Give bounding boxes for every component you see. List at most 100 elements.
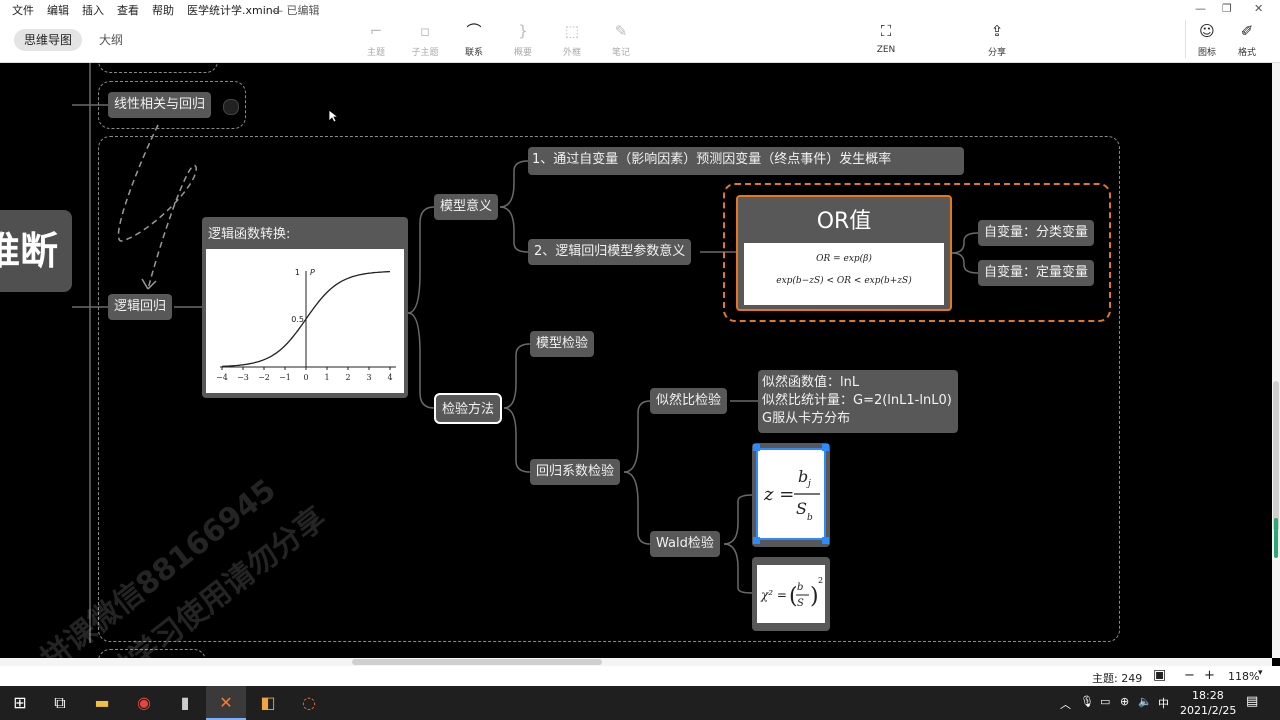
windows-start-icon[interactable]: ⊞ — [13, 693, 27, 712]
toolbar-divider — [1185, 20, 1186, 58]
y-label-1: 1 — [295, 268, 300, 277]
share-button[interactable]: ⇪ 分享 — [977, 20, 1017, 58]
task-view-icon[interactable]: ⧉ — [54, 693, 66, 712]
minimap-indicator — [1274, 518, 1278, 558]
menu-help[interactable]: 帮助 — [152, 4, 174, 17]
topic-test-method[interactable]: 检验方法 — [434, 393, 503, 424]
topic-logistic-regression[interactable]: 逻辑回归 — [108, 294, 173, 320]
svg-text:b: b — [798, 467, 808, 486]
menu-insert[interactable]: 插入 — [82, 4, 104, 17]
zen-button[interactable]: ⛶ ZEN — [866, 20, 906, 55]
chi-formula-drawing: χ² = ( b S ) 2 — [760, 576, 823, 609]
resize-handle[interactable] — [822, 537, 829, 544]
mouse-cursor-icon — [328, 109, 338, 123]
topic-wald-test[interactable]: Wald检验 — [650, 531, 720, 557]
tab-outline[interactable]: 大纲 — [99, 33, 124, 47]
topic-var-quantitative[interactable]: 自变量：定量变量 — [978, 260, 1095, 286]
horizontal-scroll-thumb[interactable] — [352, 659, 602, 665]
summary-button[interactable]: } 概要 — [503, 20, 543, 58]
collapse-toggle[interactable] — [223, 99, 239, 115]
ime-indicator[interactable]: 中 — [1158, 697, 1169, 710]
note-button[interactable]: ✎ 笔记 — [601, 20, 641, 58]
resize-handle[interactable] — [753, 537, 760, 544]
relationship-icon: ⌒ — [466, 22, 482, 40]
x-tick-label: 4 — [387, 373, 392, 382]
xmind-taskbar-icon[interactable]: ✕ — [206, 686, 246, 720]
zoom-out-button[interactable]: − — [1184, 668, 1195, 683]
minimize-icon[interactable]: — — [1195, 2, 1206, 15]
topic-count: 主题: 249 — [1092, 672, 1143, 685]
svg-text:2: 2 — [818, 576, 823, 585]
volume-icon[interactable]: 🔈 — [1138, 695, 1152, 708]
svg-text:b: b — [797, 582, 803, 593]
subtopic-button[interactable]: ▫ 子主题 — [405, 20, 445, 58]
topic-var-categorical[interactable]: 自变量：分类变量 — [978, 220, 1095, 246]
z-formula-drawing: z = b j S b — [763, 467, 820, 523]
horizontal-scrollbar[interactable] — [0, 658, 1272, 666]
zen-icon: ⛶ — [880, 22, 892, 40]
topic-model-test[interactable]: 模型检验 — [530, 331, 595, 357]
previous-topic-boundary — [98, 63, 218, 73]
topic-linear-regression[interactable]: 线性相关与回归 — [108, 92, 212, 118]
vertical-scroll-thumb[interactable] — [1273, 381, 1279, 531]
zoom-level[interactable]: 118% — [1228, 670, 1260, 683]
x-tick-label: −2 — [258, 373, 270, 382]
chrome-icon[interactable]: ◉ — [137, 693, 151, 712]
topic-meaning-1[interactable]: 1、通过自变量（影响因素）预测因变量（终点事件）发生概率 — [528, 147, 964, 175]
boundary-button[interactable]: ⬚ 外框 — [552, 20, 592, 58]
microphone-icon[interactable]: 🎙 — [1080, 695, 1094, 708]
resize-handle[interactable] — [753, 444, 760, 451]
summary-icon: } — [518, 22, 528, 40]
or-boundary — [723, 183, 1111, 322]
close-icon[interactable]: ✕ — [1254, 2, 1264, 15]
notification-icon[interactable]: ▤ — [1246, 694, 1259, 709]
parent-topic-fragment[interactable]: 推断 — [0, 210, 72, 292]
topic-button[interactable]: ⌐ 主题 — [356, 20, 396, 58]
relationship-button[interactable]: ⌒ 联系 — [454, 20, 494, 58]
vertical-scrollbar[interactable] — [1272, 63, 1280, 658]
menu-view[interactable]: 查看 — [117, 4, 139, 17]
app-orange-icon[interactable]: ◧ — [260, 693, 276, 712]
axis-label-p: P — [310, 268, 315, 277]
network-icon[interactable]: ⊕ — [1120, 695, 1130, 708]
clock-date[interactable]: 2021/2/25 — [1180, 704, 1237, 717]
resize-handle[interactable] — [822, 444, 829, 451]
note-icon: ✎ — [614, 22, 628, 40]
document-title: 医学统计学.xmind — [187, 4, 280, 17]
topic-wald-chi-formula[interactable]: χ² = ( b S ) 2 — [752, 557, 830, 631]
format-panel-button[interactable]: ✐ 格式 — [1227, 20, 1267, 58]
menu-file[interactable]: 文件 — [12, 4, 34, 17]
connector-lines — [72, 63, 979, 643]
topic-meaning-2[interactable]: 2、逻辑回归模型参数意义 — [528, 239, 692, 265]
wald-z-formula-image: z = b j S b — [756, 448, 826, 540]
map-view-icon[interactable]: ▣ — [1153, 667, 1167, 683]
restore-icon[interactable]: ❐ — [1222, 2, 1232, 15]
tray-expand-icon[interactable]: ︿ — [1060, 698, 1071, 711]
topic-lr-description[interactable]: 似然函数值：lnL 似然比统计量：G=2(lnL1-lnL0) G服从卡方分布 — [758, 370, 958, 433]
toolbar: 思维导图 大纲 ⌐ 主题 ▫ 子主题 ⌒ 联系 } 概要 ⬚ 外框 ✎ 笔记 ⛶… — [0, 18, 1280, 63]
topic-or-value[interactable]: OR值 OR = exp(β) exp(b−zS) < OR < exp(b+z… — [736, 195, 952, 311]
x-tick-label: −1 — [279, 373, 291, 382]
battery-icon: ▭ — [1100, 695, 1111, 708]
zoom-in-button[interactable]: + — [1204, 668, 1215, 683]
icon-panel-button[interactable]: ☺ 图标 — [1187, 20, 1227, 58]
topic-wald-z-formula[interactable]: z = b j S b — [752, 443, 830, 547]
tab-mindmap[interactable]: 思维导图 — [14, 29, 83, 51]
recorder-icon[interactable]: ▮ — [180, 693, 190, 712]
x-tick-label: −4 — [216, 373, 228, 382]
clock-time[interactable]: 18:28 — [1192, 689, 1224, 702]
x-tick-label: 0 — [303, 373, 308, 382]
x-tick-label: 3 — [366, 373, 371, 382]
topic-model-meaning[interactable]: 模型意义 — [434, 194, 499, 220]
topic-icon: ⌐ — [369, 22, 383, 40]
topic-coef-test[interactable]: 回归系数检验 — [530, 459, 621, 485]
app-swirl-icon[interactable]: ◌ — [302, 693, 316, 712]
topic-lr-test[interactable]: 似然比检验 — [650, 388, 728, 414]
file-explorer-icon[interactable]: ▬ — [94, 693, 110, 712]
zoom-dropdown-icon[interactable]: ▾ — [1258, 668, 1263, 678]
menu-edit[interactable]: 编辑 — [47, 4, 69, 17]
save-status: — 已编辑 — [272, 4, 320, 17]
